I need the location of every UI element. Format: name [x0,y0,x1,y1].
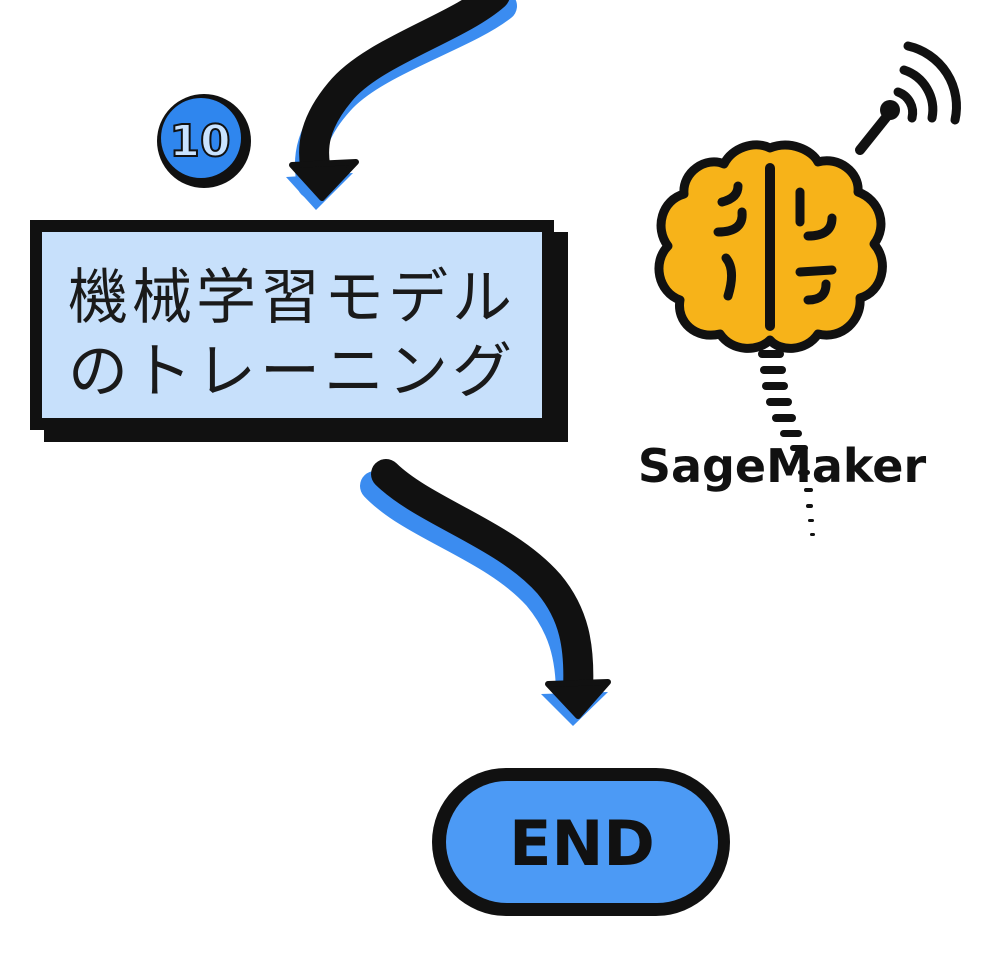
step-number-label: 10 [169,116,230,167]
outgoing-arrow [360,459,611,726]
process-box-title-line1: 機械学習モデル [68,263,516,333]
process-box: 機械学習モデル のトレーニング [30,220,568,442]
step-number-badge: 10 [157,94,251,188]
end-terminal: END [432,768,730,916]
sagemaker-brain-icon [654,41,961,536]
sagemaker-label: SageMaker [638,439,927,493]
end-terminal-label: END [509,807,655,880]
incoming-arrow [286,0,517,210]
process-box-title-line2: のトレーニング [68,337,516,407]
